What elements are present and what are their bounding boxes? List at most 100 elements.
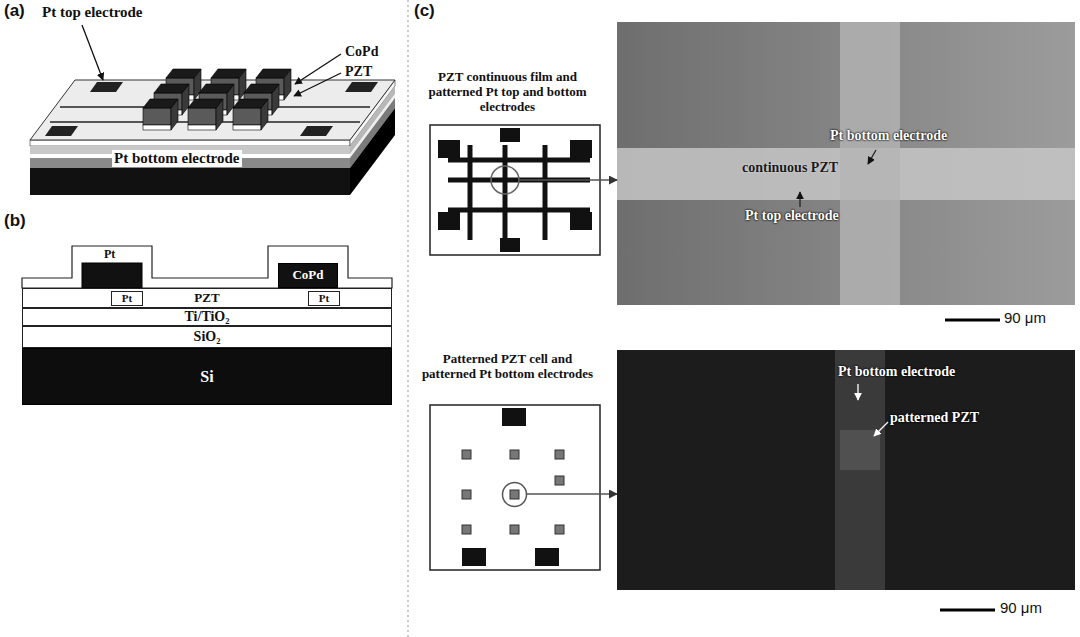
device-3d (143, 69, 291, 130)
electrode-schematic (430, 125, 600, 255)
layer-name: SiO₂ (194, 329, 221, 344)
si-substrate: Si (22, 348, 392, 405)
cell-schematic (430, 405, 600, 570)
cell-schematic (555, 450, 564, 459)
scale-bar (940, 609, 995, 612)
scale-label: 90 μm (1004, 310, 1046, 327)
panel-divider (408, 0, 409, 637)
sio2-layer: SiO₂ (22, 326, 392, 348)
cell-schematic (510, 450, 519, 459)
part-label: Pt bottom electrode (112, 150, 242, 167)
leader-line (799, 192, 800, 207)
layer-name: CoPd (292, 268, 323, 282)
cell-schematic (462, 490, 471, 499)
image-label: patterned PZT (890, 410, 979, 425)
layer-name: Si (200, 368, 213, 386)
layer-name: Ti/TiO₂ (185, 309, 230, 324)
leader-line (295, 54, 341, 84)
device-3d (256, 69, 291, 78)
device-3d (143, 108, 171, 125)
pt-pad: Pt (111, 291, 143, 306)
device-3d (300, 126, 333, 136)
electrode-schematic (430, 125, 600, 255)
electrode-schematic (570, 140, 592, 158)
device-3d (30, 69, 395, 195)
leader-line (800, 150, 888, 436)
cell-schematic (555, 476, 564, 485)
electrode-schematic (491, 166, 519, 194)
device-3d (30, 80, 395, 140)
micrograph: Pt bottom electrode continuous PZT Pt top … (617, 22, 1075, 305)
schematic-panel: Patterned PZT cell and patterned Pt bott… (415, 352, 600, 571)
image-label: Pt top electrode (745, 208, 839, 223)
cell-schematic (502, 408, 526, 426)
device-3d (143, 125, 171, 130)
cell-schematic (462, 450, 471, 459)
pzt-layer: PZT Pt Pt (22, 288, 392, 308)
micrograph-image (835, 350, 885, 590)
device-3d (154, 84, 189, 93)
panel-caption: PZT continuous film and patterned Pt top… (415, 70, 600, 115)
cell-schematic (535, 548, 559, 566)
cell-schematic (527, 493, 600, 495)
cell-schematic (462, 548, 486, 566)
cross-section (22, 246, 392, 288)
electrode-schematic (438, 140, 460, 158)
electrode-schematic (448, 208, 590, 213)
cross-section (82, 263, 142, 288)
leader-line (294, 73, 341, 96)
micrograph-image (617, 22, 1075, 305)
electrode-schematic (500, 238, 520, 252)
cell-schematic (503, 483, 527, 507)
layer-name: PZT (194, 291, 219, 305)
ti-tio2-layer: Ti/TiO₂ (22, 308, 392, 326)
leader-line (874, 422, 888, 436)
electrode-schematic (570, 212, 592, 230)
cell-schematic (430, 405, 600, 570)
device-3d (90, 82, 123, 92)
electrode-schematic (448, 145, 590, 240)
scale-bar (945, 319, 1000, 322)
device-3d (188, 108, 216, 125)
cross-section (22, 246, 392, 288)
device-3d (345, 82, 378, 92)
pointer-arrow (600, 493, 617, 495)
electrode-schematic (438, 212, 460, 230)
layer-name: Pt (122, 292, 132, 304)
electrode-schematic (448, 158, 590, 163)
micrograph: Pt bottom electrode patterned PZT (617, 350, 1075, 590)
device-3d (188, 125, 216, 130)
leader-line (82, 25, 341, 96)
layer-name: Pt (319, 292, 329, 304)
device-3d (199, 84, 234, 93)
schematic-panel: PZT continuous film and patterned Pt top… (415, 70, 600, 256)
cell-schematic (510, 525, 519, 534)
device-3d (244, 84, 279, 93)
device-3d (188, 99, 223, 108)
device-3d (30, 140, 350, 146)
scale-label: 90 μm (1000, 600, 1042, 617)
part-label: Pt top electrode (42, 4, 143, 21)
panel-letter: (b) (4, 212, 26, 231)
leader-line (857, 384, 858, 400)
micrograph-image (840, 22, 900, 305)
device-3d (166, 69, 201, 78)
image-label: Pt bottom electrode (838, 364, 955, 379)
device-3d (233, 99, 268, 108)
pt-pad: Pt (308, 291, 340, 306)
layer-label: Pt (104, 248, 115, 261)
cell-schematic (462, 450, 564, 534)
device-3d (30, 168, 350, 195)
panel-caption: Patterned PZT cell and patterned Pt bott… (415, 352, 600, 382)
micrograph-image (617, 22, 1075, 590)
electrode-schematic (500, 128, 520, 142)
cell-schematic (510, 490, 519, 499)
image-label: Pt bottom electrode (830, 128, 947, 143)
leader-line (868, 150, 876, 164)
cell-schematic (555, 525, 564, 534)
part-label: CoPd (345, 44, 378, 59)
device-3d (211, 69, 246, 78)
panel-letter: (c) (414, 2, 435, 21)
image-label: continuous PZT (742, 160, 838, 175)
